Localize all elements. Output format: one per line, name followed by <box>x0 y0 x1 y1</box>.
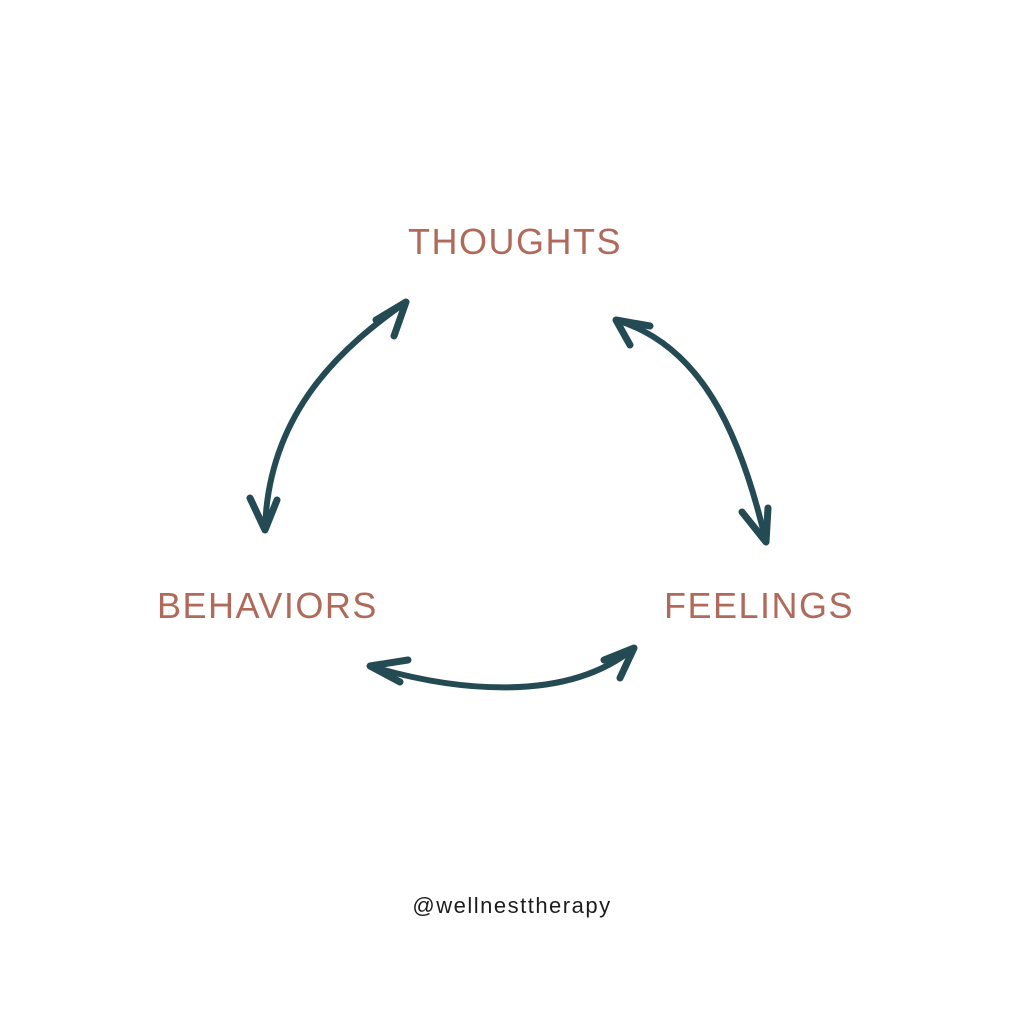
arrow-head-thoughts-right <box>612 316 654 349</box>
arrow-feelings-behaviors <box>366 644 638 691</box>
arrow-head-thoughts <box>372 298 410 340</box>
arrow-thoughts-behaviors <box>246 298 410 534</box>
arrow-shaft-thoughts-feelings <box>613 317 769 545</box>
node-feelings: FEELINGS <box>664 585 855 626</box>
arrow-head-behaviors-lower <box>366 656 412 686</box>
node-behaviors: BEHAVIORS <box>157 585 378 626</box>
arrow-thoughts-feelings <box>612 316 772 546</box>
arrow-head-behaviors-upper <box>246 494 281 534</box>
arrow-head-feelings-upper <box>738 504 772 546</box>
arrow-shaft-thoughts-behaviors <box>262 299 409 533</box>
node-thoughts: THOUGHTS <box>408 221 622 262</box>
arrow-shaft-feelings-behaviors <box>367 645 637 691</box>
arrow-head-feelings-lower <box>600 644 638 682</box>
social-handle: @wellnesttherapy <box>412 893 612 918</box>
